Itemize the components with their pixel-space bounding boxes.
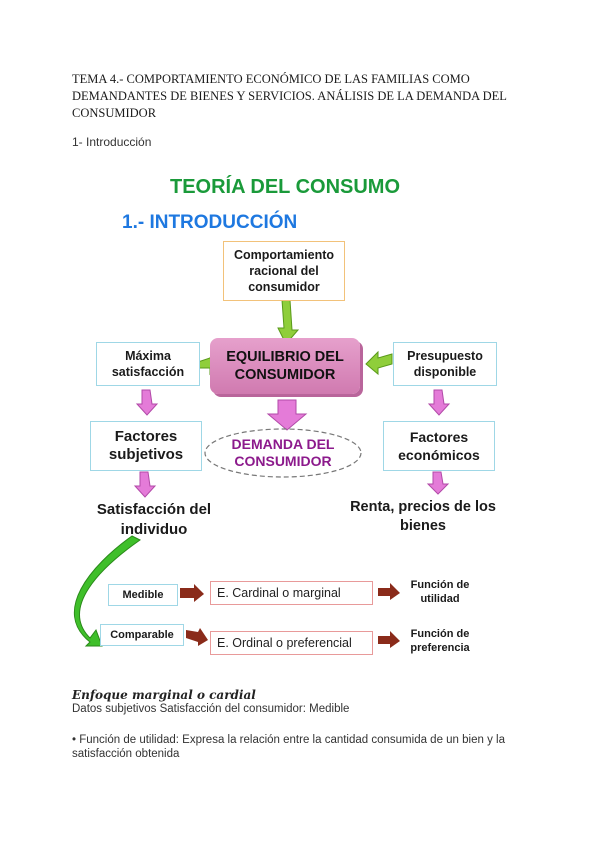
factores-economicos-box: Factores económicos — [383, 421, 495, 471]
equilibrio-box: EQUILIBRIO DEL CONSUMIDOR — [210, 338, 360, 394]
demanda-ellipse — [204, 428, 362, 478]
section-subtitle: 1- Introducción — [72, 135, 152, 149]
demanda-label: DEMANDA DEL CONSUMIDOR — [231, 436, 335, 469]
brown-arrow-4 — [378, 631, 400, 648]
diagram-section-title: 1.- INTRODUCCIÓN — [122, 212, 298, 233]
pink-arrow-1 — [135, 389, 159, 416]
funcion-utilidad-label: Función de utilidad — [410, 579, 470, 605]
funcion-preferencia-label: Función de preferencia — [410, 628, 470, 654]
comportamiento-box: Comportamiento racional del consumidor — [223, 241, 345, 301]
datos-paragraph: Datos subjetivos Satisfacción del consum… — [72, 703, 350, 715]
medible-box: Medible — [108, 584, 178, 606]
maxima-satisfaccion-box: Máxima satisfacción — [96, 342, 200, 386]
ordinal-box: E. Ordinal o preferencial — [210, 631, 373, 655]
factores-subjetivos-box: Factores subjetivos — [90, 421, 202, 471]
brown-arrow-3 — [186, 628, 208, 646]
pink-arrow-3 — [427, 389, 451, 416]
green-arrow-down — [277, 299, 300, 345]
satisfaccion-label: Satisfacción del individuo — [96, 501, 212, 538]
diagram-heading: TEORÍA DEL CONSUMO — [170, 176, 401, 198]
brown-arrow-2 — [378, 583, 400, 600]
consumption-theory-diagram: TEORÍA DEL CONSUMO 1.- INTRODUCCIÓN Comp… — [60, 168, 550, 668]
green-arrow-left — [365, 350, 393, 376]
diagram-arrows — [73, 299, 451, 648]
cardinal-box: E. Cardinal o marginal — [210, 581, 373, 605]
enfoque-heading: Enfoque marginal o cardial — [72, 688, 256, 702]
renta-label: Renta, precios de los bienes — [350, 499, 496, 534]
comparable-box: Comparable — [100, 624, 184, 646]
document-title: TEMA 4.- COMPORTAMIENTO ECONÓMICO DE LAS… — [72, 72, 507, 120]
funcion-paragraph: • Función de utilidad: Expresa la relaci… — [72, 734, 505, 760]
green-curved-arrow — [73, 535, 141, 647]
pink-arrow-2 — [133, 471, 157, 498]
presupuesto-box: Presupuesto disponible — [393, 342, 497, 386]
pink-arrow-equilibrio — [266, 399, 308, 431]
brown-arrow-1 — [180, 584, 204, 602]
pink-arrow-4 — [426, 471, 450, 495]
